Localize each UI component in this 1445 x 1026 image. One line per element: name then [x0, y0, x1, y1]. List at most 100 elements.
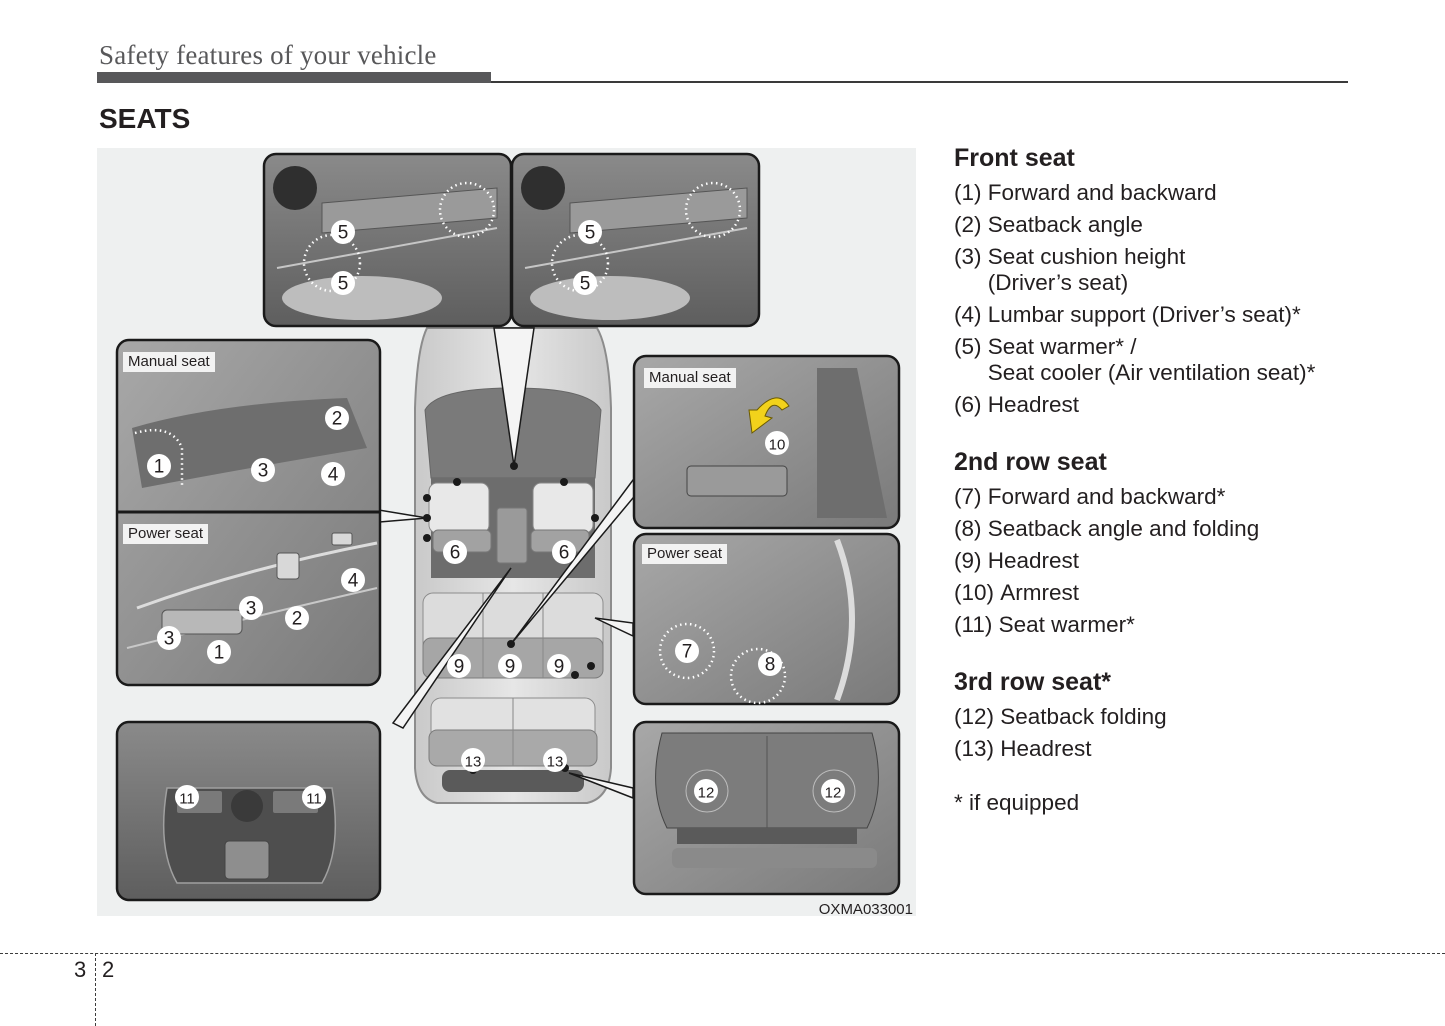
legend-item-text: Seatback folding	[1000, 704, 1167, 729]
callout-badge-circle	[341, 568, 365, 592]
panel-cargo	[632, 720, 901, 896]
callout-number-5: 5	[338, 223, 349, 244]
callout-badge-circle	[547, 654, 571, 678]
legend-item: (8) Seatback angle and folding	[954, 516, 1414, 542]
callout-badge-circle	[675, 639, 699, 663]
callout-badge-circle	[175, 785, 199, 809]
callout-number-13: 13	[465, 754, 482, 771]
panel-rear-warmer	[115, 720, 382, 902]
callout-badge-circle	[694, 779, 718, 803]
legend-item-text: Forward and backward	[987, 180, 1217, 205]
panel-front-seat	[115, 338, 382, 687]
legend-group: 2nd row seat (7) Forward and backward* (8)…	[954, 446, 1414, 638]
callout-badge-circle	[498, 654, 522, 678]
callout-badge-circle	[321, 462, 345, 486]
callout-number-11: 11	[179, 791, 195, 808]
callout-number-5: 5	[585, 223, 596, 244]
legend-group-title: 2nd row seat	[954, 448, 1107, 476]
callout-number-3: 3	[246, 599, 257, 620]
legend-group-title: 3rd row seat*	[954, 668, 1112, 696]
legend-item-text-continued: (Driver’s seat)	[987, 270, 1129, 295]
legend-item-number: (4)	[954, 302, 988, 327]
callout-number-2: 2	[332, 409, 343, 430]
callout-badge-circle	[573, 271, 597, 295]
legend-item-number: (6)	[954, 392, 988, 417]
callout-badge-circle	[552, 540, 576, 564]
figure-code: OXMA033001	[818, 901, 913, 918]
callout-number-12: 12	[825, 785, 842, 802]
leader-lines	[378, 327, 645, 800]
legend-item: (5) Seat warmer* /Seat cooler (Air venti…	[954, 334, 1414, 386]
legend-group: 3rd row seat* (12) Seatback folding (13) H…	[954, 666, 1414, 762]
legend-item-text: Seat cushion height	[987, 244, 1186, 269]
callout-badge-circle	[578, 220, 602, 244]
callout-number-6: 6	[450, 543, 461, 564]
label-front-power-seat: Power seat	[123, 524, 209, 544]
callout-badge-circle	[207, 640, 231, 664]
callout-badge-circle	[285, 606, 309, 630]
legend-item: (9) Headrest	[954, 548, 1414, 574]
callout-badge-circle	[251, 458, 275, 482]
callout-badge-circle	[758, 652, 782, 676]
callout-number-12: 12	[698, 785, 715, 802]
footer-divider	[95, 953, 96, 1026]
legend-item-text: Headrest	[1000, 736, 1092, 761]
legend-item-text: Lumbar support (Driver’s seat)*	[987, 302, 1301, 327]
legend-item: (3) Seat cushion height(Driver’s seat)	[954, 244, 1414, 296]
callout-badge-circle	[239, 596, 263, 620]
legend-item-text: Headrest	[987, 548, 1080, 573]
callout-badge-circle	[325, 406, 349, 430]
legend-item-text: Seat warmer*	[998, 612, 1135, 637]
legend-item-number: (10)	[954, 580, 1001, 605]
legend-item-number: (12)	[954, 704, 1001, 729]
footer-rule	[0, 953, 1445, 954]
legend-item-text: Armrest	[1000, 580, 1080, 605]
legend-item-number: (9)	[954, 548, 988, 573]
callout-number-2: 2	[292, 609, 303, 630]
label-rear-manual-seat: Manual seat	[644, 368, 736, 388]
callout-badge-circle	[821, 779, 845, 803]
chapter-title: Safety features of your vehicle	[99, 40, 437, 70]
page-number: 2	[102, 957, 115, 982]
chapter-number: 3	[74, 957, 87, 982]
callout-number-1: 1	[154, 457, 165, 478]
legend-item-text: Seatback angle	[987, 212, 1143, 237]
callout-number-5: 5	[338, 274, 349, 295]
callout-badge-circle	[157, 626, 181, 650]
legend-item-number: (1)	[954, 180, 988, 205]
legend-item-text: Seatback angle and folding	[987, 516, 1260, 541]
callout-badge-circle	[765, 431, 789, 455]
callout-number-10: 10	[769, 437, 786, 454]
label-front-manual-seat: Manual seat	[123, 352, 215, 372]
callout-number-7: 7	[682, 642, 693, 663]
callout-number-9: 9	[454, 657, 465, 678]
legend-item-number: (5)	[954, 334, 988, 359]
callout-number-3: 3	[258, 461, 269, 482]
legend-item-text-continued: Seat cooler (Air ventilation seat)*	[987, 360, 1316, 385]
car-top-view	[414, 327, 612, 804]
legend-item-number: (11)	[954, 612, 999, 637]
callout-number-9: 9	[505, 657, 516, 678]
legend-item: (6) Headrest	[954, 392, 1414, 418]
callout-number-13: 13	[547, 754, 564, 771]
callout-badge-circle	[443, 540, 467, 564]
legend-item-text: Forward and backward*	[987, 484, 1226, 509]
callout-badge-circle	[543, 748, 567, 772]
footnote: * if equipped	[954, 790, 1080, 815]
legend-item: (7) Forward and backward*	[954, 484, 1414, 510]
callout-number-6: 6	[559, 543, 570, 564]
callout-number-11: 11	[306, 791, 322, 808]
callout-number-9: 9	[554, 657, 565, 678]
legend-item-text: Headrest	[987, 392, 1080, 417]
legend-item-text: Seat warmer* /	[987, 334, 1137, 359]
legend-group: Front seat(1) Forward and backward(2) Se…	[954, 142, 1414, 418]
callout-badge-circle	[447, 654, 471, 678]
legend-item: (13) Headrest	[954, 736, 1414, 762]
legend-item-number: (8)	[954, 516, 988, 541]
legend-item: (2) Seatback angle	[954, 212, 1414, 238]
legend-item: (1) Forward and backward	[954, 180, 1414, 206]
legend-item: (11) Seat warmer*	[954, 612, 1414, 638]
